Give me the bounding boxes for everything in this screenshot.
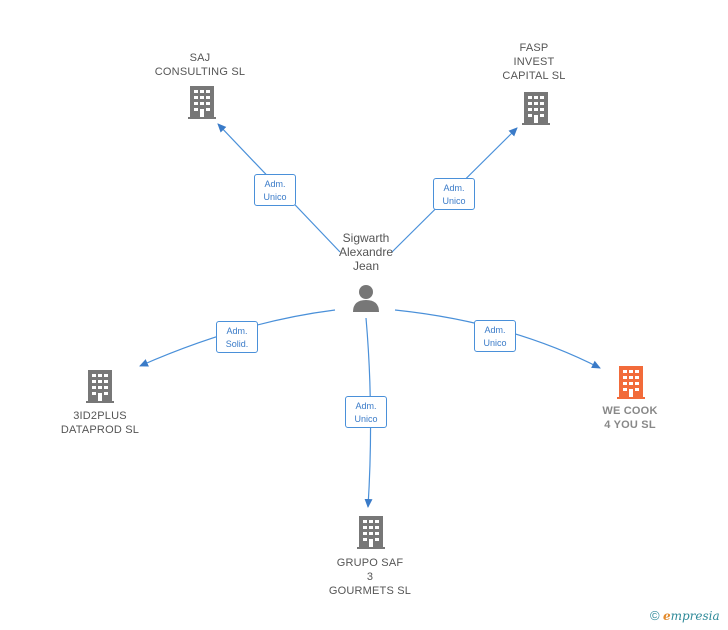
edge-label-role: Adm. bbox=[484, 325, 506, 335]
logo-text: mpresia bbox=[670, 609, 720, 623]
edge-label-role: Adm. bbox=[355, 401, 377, 411]
edge-label-type: Unico bbox=[354, 414, 378, 424]
edge-label-fasp: Adm. Unico bbox=[433, 178, 475, 210]
logo-initial: e bbox=[662, 609, 671, 623]
company-name-fasp[interactable]: FASP INVEST CAPITAL SL bbox=[502, 42, 566, 82]
copyright-symbol: © bbox=[650, 608, 660, 623]
person-icon[interactable] bbox=[353, 285, 379, 312]
building-icon-wecook[interactable] bbox=[617, 366, 645, 399]
building-icon-gruposaf[interactable] bbox=[357, 516, 385, 549]
company-name-wecook[interactable]: WE COOK 4 YOU SL bbox=[602, 405, 658, 431]
building-icon-3id2plus[interactable] bbox=[86, 370, 114, 403]
empresia-logo[interactable]: empresia bbox=[663, 609, 720, 623]
company-name-3id2plus[interactable]: 3ID2PLUS DATAPROD SL bbox=[60, 410, 140, 436]
person-name[interactable]: Sigwarth Alexandre Jean bbox=[338, 231, 394, 273]
edge-label-role: Adm. bbox=[443, 183, 465, 193]
edge-label-gruposaf: Adm. Unico bbox=[345, 396, 387, 428]
edge-label-role: Adm. bbox=[226, 326, 248, 336]
building-icon-saj[interactable] bbox=[188, 86, 216, 119]
edge-label-saj: Adm. Unico bbox=[254, 174, 296, 206]
edge-label-type: Solid. bbox=[225, 339, 249, 349]
edge-label-type: Unico bbox=[483, 338, 507, 348]
edge-label-type: Unico bbox=[263, 192, 287, 202]
edge-label-3id2plus: Adm. Solid. bbox=[216, 321, 258, 353]
edge-label-wecook: Adm. Unico bbox=[474, 320, 516, 352]
company-name-gruposaf[interactable]: GRUPO SAF 3 GOURMETS SL bbox=[328, 557, 412, 597]
company-name-saj[interactable]: SAJ CONSULTING SL bbox=[154, 52, 246, 78]
footer-branding: © empresia bbox=[650, 608, 720, 623]
building-icon-fasp[interactable] bbox=[522, 92, 550, 125]
edge-label-type: Unico bbox=[442, 196, 466, 206]
edge-label-role: Adm. bbox=[264, 179, 286, 189]
